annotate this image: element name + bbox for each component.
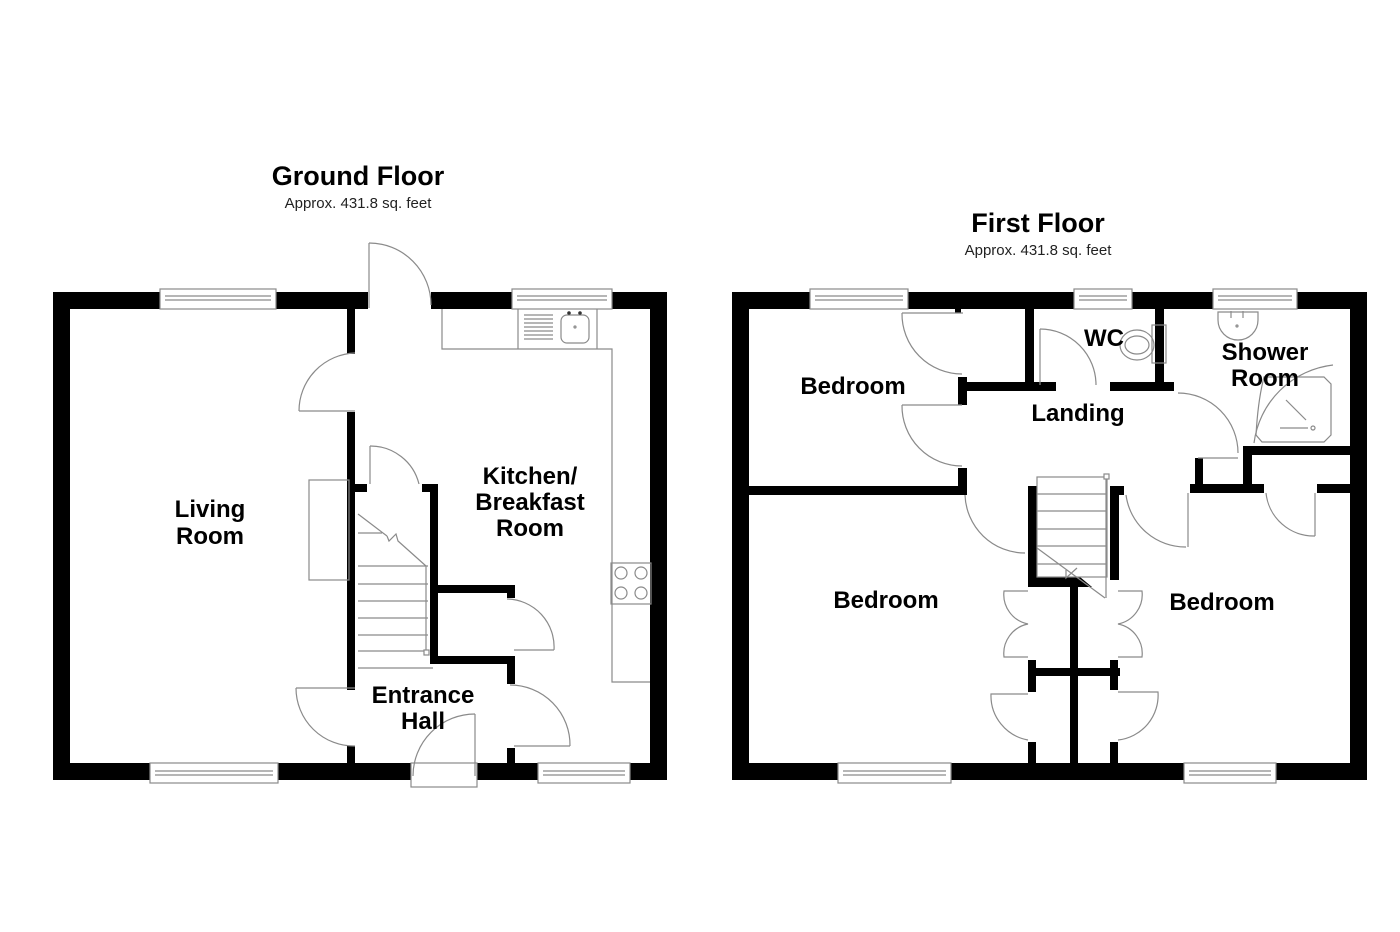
ff-window-bedroom-bottom-right [1183, 762, 1277, 784]
hob-icon [610, 562, 652, 605]
ff-stairwell-wall [1110, 486, 1119, 580]
toilet-icon [1119, 324, 1167, 364]
room-label-living-room: Room [176, 523, 244, 550]
room-label-wc: WC [1084, 325, 1124, 352]
sink-icon [524, 311, 590, 344]
gf-living-door-lower [295, 687, 356, 747]
gf-wall-right [650, 292, 667, 780]
ff-window-bedroom-bottom-left [837, 762, 952, 784]
shower-tray-icon [1253, 364, 1334, 444]
room-label-entrance-hall: Hall [401, 708, 445, 735]
gf-understairs-door [369, 445, 420, 485]
ff-bedroom-partition [958, 468, 967, 495]
ff-wardrobe-wall [1110, 742, 1118, 763]
ground-floor-area: Approx. 431.8 sq. feet [284, 195, 432, 212]
ff-wardrobe-wall [1028, 742, 1036, 763]
first-floor-area: Approx. 431.8 sq. feet [964, 242, 1112, 259]
gf-wall-left [53, 292, 70, 780]
ff-wardrobe-wall [1028, 668, 1120, 676]
ff-wc-wall [1025, 309, 1034, 391]
ff-bedroom-top-door [901, 312, 963, 375]
ff-wardrobe-wall [1028, 660, 1036, 692]
ff-cupboard-wall [1317, 484, 1350, 493]
ff-bedroom-left-door [964, 494, 1026, 554]
room-label-kitchen: Room [496, 515, 564, 542]
gf-cupboard-wall [430, 656, 515, 664]
ff-landing-wall [1110, 382, 1174, 391]
ground-floor-title: Ground Floor [271, 161, 445, 191]
ff-bedroom-right-door [1125, 493, 1189, 548]
ff-shower-wall [1155, 309, 1164, 391]
ff-window-shower [1212, 288, 1298, 310]
ff-shower-door [1177, 392, 1239, 459]
ff-cupboard-wall [1243, 446, 1252, 491]
gf-cupboard-wall [507, 656, 515, 684]
gf-back-door [368, 242, 432, 308]
basin-icon [1217, 311, 1259, 341]
gf-internal-wall [347, 412, 355, 690]
gf-chimney-breast [308, 479, 350, 581]
ff-bedroom-partition [955, 309, 961, 313]
gf-internal-wall [347, 746, 355, 763]
ff-window-wc [1073, 288, 1133, 310]
ff-bedroom-top-door-2 [901, 404, 963, 467]
ff-stairwell-wall [1028, 486, 1037, 580]
room-label-shower-room: Room [1231, 365, 1299, 392]
room-label-landing: Landing [1031, 400, 1124, 427]
gf-window-kitchen-bottom [537, 762, 631, 784]
room-label-bedroom-1: Bedroom [800, 373, 905, 400]
gf-window-living-bottom [149, 762, 279, 784]
ground-floor-plan: Living Room Kitchen/ Breakfast Room Entr… [53, 242, 667, 788]
ff-cupboard-wall [1190, 484, 1264, 493]
ff-wall-right [1350, 292, 1367, 780]
room-label-living-room: Living [175, 496, 246, 523]
gf-cupboard-door [506, 598, 555, 651]
room-label-shower-room: Shower [1222, 339, 1309, 366]
ff-wc-door [1039, 328, 1097, 386]
gf-window-kitchen-top [511, 288, 613, 310]
ff-cupboard-wall [1195, 458, 1203, 488]
ff-shower-lower-wall [1243, 446, 1350, 455]
ff-stairwell-wall [1110, 486, 1124, 495]
first-floor-title: First Floor [971, 208, 1105, 238]
gf-stair-wall [355, 484, 367, 492]
room-label-entrance-hall: Entrance [372, 682, 475, 709]
ff-airing-cupboard-door [1265, 492, 1316, 537]
gf-staircase [357, 513, 433, 669]
gf-cupboard-wall [507, 748, 515, 763]
room-label-kitchen: Kitchen/ [483, 463, 578, 490]
ff-wall-left [732, 292, 749, 780]
ff-bedroom-partition [749, 486, 967, 495]
room-label-kitchen: Breakfast [475, 489, 584, 516]
ff-window-bedroom-top [809, 288, 909, 310]
ff-wardrobe-wall [1110, 660, 1118, 690]
gf-kitchen-worktop [441, 309, 650, 683]
room-label-bedroom-3: Bedroom [1169, 589, 1274, 616]
ff-wardrobe-doors [990, 590, 1159, 741]
gf-kitchen-door [509, 684, 571, 747]
ff-staircase [1036, 473, 1110, 599]
gf-front-door [410, 713, 478, 788]
ff-landing-wall [958, 382, 1056, 391]
gf-window-living-top [159, 288, 277, 310]
first-floor-plan: Bedroom Landing WC Shower Room Bedroom B… [732, 288, 1367, 784]
gf-stair-wall [430, 484, 438, 664]
gf-cupboard-wall [430, 585, 515, 593]
room-label-bedroom-2: Bedroom [833, 587, 938, 614]
gf-internal-wall [347, 309, 355, 354]
gf-cupboard-wall [507, 585, 515, 598]
gf-living-door [298, 352, 356, 412]
